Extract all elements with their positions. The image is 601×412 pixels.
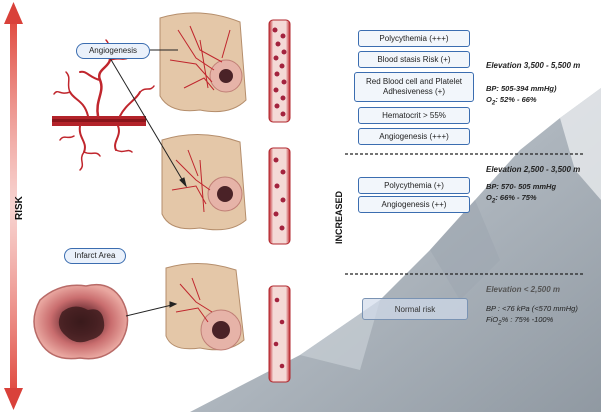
high-effect-blood-stasis: Blood stasis Risk (+) [358, 51, 470, 68]
high-effect-hematocrit: Hematocrit > 55% [358, 107, 470, 124]
tissue-section-low [166, 263, 244, 350]
mid-altitude-info: Elevation 2,500 - 3,500 m BP: 570- 505 m… [486, 164, 598, 207]
low-fio2-prefix: FiO [486, 315, 498, 324]
tissue-section-high [160, 13, 246, 112]
tissue-section-mid [162, 134, 246, 229]
high-bp-text: BP: 505-394 mmHg) [486, 84, 556, 93]
risk-axis-label: RISK [14, 196, 25, 220]
low-altitude-info: Elevation < 2,500 m BP : <76 kPa (<570 m… [486, 284, 598, 329]
mid-effect-polycythemia: Polycythemia (+) [358, 177, 470, 194]
high-o2-range: : 52% - 66% [495, 95, 536, 104]
high-altitude-info: Elevation 3,500 - 5,500 m BP: 505-394 mm… [486, 60, 598, 109]
high-effect-polycythemia: Polycythemia (+++) [358, 30, 470, 47]
high-effect-angiogenesis: Angiogenesis (+++) [358, 128, 470, 145]
mid-effect-angiogenesis: Angiogenesis (++) [358, 196, 470, 213]
infarct-illustration [34, 285, 128, 359]
blood-vessel-mid [269, 148, 290, 244]
increased-label: INCREASED [334, 191, 344, 244]
blood-vessel-low [269, 286, 290, 382]
mid-elevation-text: Elevation 2,500 - 3,500 m [486, 164, 598, 175]
low-effect-normal-risk: Normal risk [362, 298, 468, 320]
blood-vessel-high [269, 20, 290, 122]
high-elevation-text: Elevation 3,500 - 5,500 m [486, 60, 598, 71]
vessel-branch-illustration [52, 40, 154, 170]
angiogenesis-label: Angiogenesis [76, 43, 150, 59]
mid-bp-text: BP: 570- 505 mmHg [486, 182, 556, 191]
low-fio2-range: % : 75% -100% [502, 315, 554, 324]
low-elevation-text: Elevation < 2,500 m [486, 284, 598, 295]
infarct-area-label: Infarct Area [64, 248, 126, 264]
high-effect-adhesiveness: Red Blood cell and Platelet Adhesiveness… [354, 72, 474, 102]
low-bp-text: BP : <76 kPa (<570 mmHg) [486, 304, 578, 313]
mid-o2-range: : 66% - 75% [495, 193, 536, 202]
